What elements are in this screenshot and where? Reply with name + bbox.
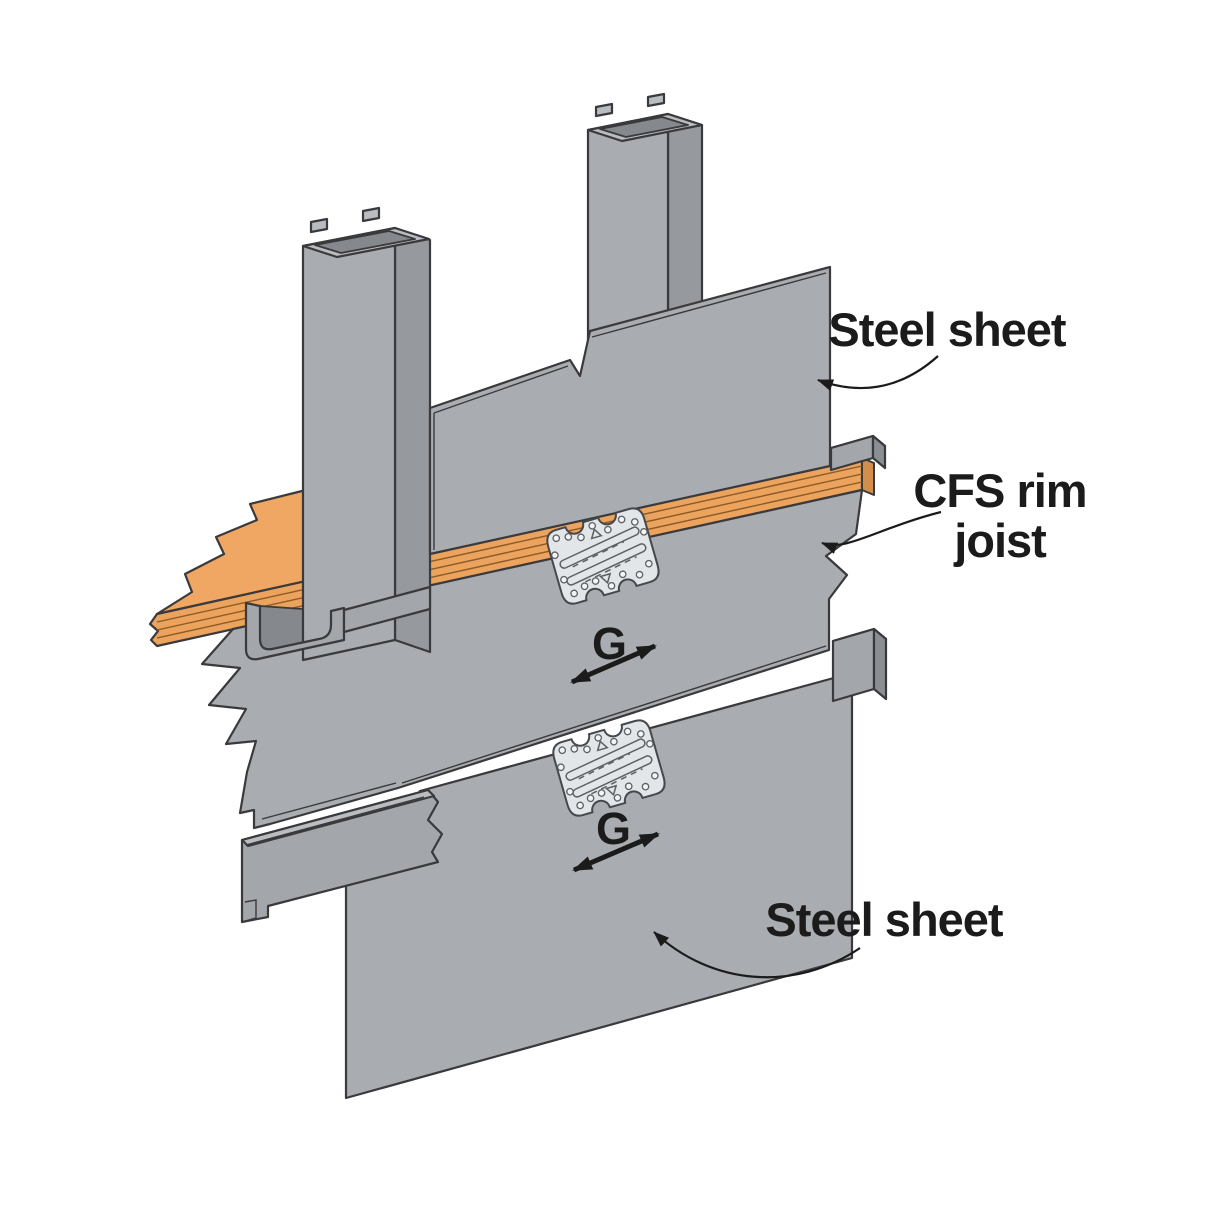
upper-steel-sheet xyxy=(428,265,832,556)
upper-sheet-face xyxy=(428,265,832,556)
lower-wall-top-track xyxy=(240,627,888,924)
label-steel-sheet-bottom: Steel sheet xyxy=(653,893,1005,979)
upper-wall-bottom-track xyxy=(244,585,432,661)
cfs-rim-joist-leader-arrow xyxy=(821,510,942,554)
label-steel-sheet-top: Steel sheet xyxy=(817,303,1068,391)
lower-track-end-front xyxy=(831,627,876,703)
cfs-stud-left xyxy=(301,206,432,662)
plywood-end-face xyxy=(861,457,875,496)
shear-double-arrow-lower xyxy=(572,831,660,873)
cfs-rim-joist xyxy=(200,488,864,830)
cfs-rim-joist-text-line2: joist xyxy=(953,514,1047,567)
cfs-rim-joist-text-line1: CFS rim xyxy=(913,464,1086,517)
rim-joist-face xyxy=(200,488,864,830)
steel-sheet-bottom-text: Steel sheet xyxy=(765,893,1004,946)
lower-track-end-face xyxy=(872,627,888,701)
upper-track-section-cut xyxy=(244,601,346,661)
shear-annotation-upper: G xyxy=(570,618,657,685)
steel-sheet-top-text: Steel sheet xyxy=(828,303,1067,356)
lower-track-flange xyxy=(240,788,444,924)
steel-sheet-bottom-leader-arrow xyxy=(653,931,861,979)
label-cfs-rim-joist: CFS rim joist xyxy=(821,464,1088,567)
upper-track-flange-strip xyxy=(342,585,432,634)
stud-left-front xyxy=(301,226,397,662)
lower-track-top-sliver xyxy=(240,788,436,848)
steel-sheet-top-leader-arrow xyxy=(817,355,939,391)
shear-annotation-lower: G xyxy=(572,803,660,873)
upper-track-right-end xyxy=(829,434,887,472)
shear-double-arrow-upper xyxy=(570,643,657,685)
